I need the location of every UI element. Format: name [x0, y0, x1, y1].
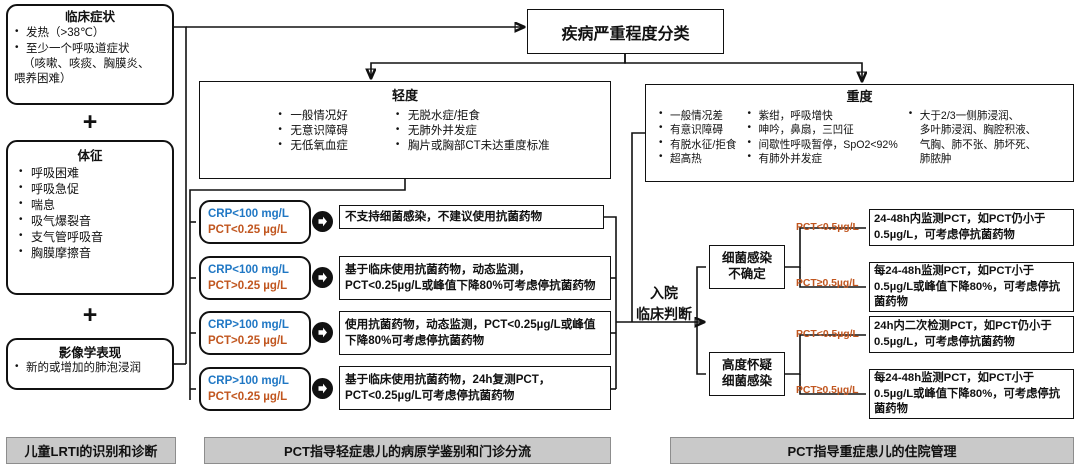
section-banner-inpatient: PCT指导重症患儿的住院管理 — [670, 437, 1074, 464]
signs-title: 体征 — [77, 149, 103, 163]
inpatient-recommendation-2: 每24-48h监测PCT，如PCT小于0.5µg/L或峰值下降80%，可考虑停抗… — [869, 262, 1074, 312]
node-bacterial-infection-suspected: 高度怀疑 细菌感染 — [709, 352, 785, 396]
list-item: 间歇性呼吸暂停，SpO2<92% — [747, 136, 898, 152]
severe-severity-box: 重度 一般情况差 有意识障碍 有脱水征/拒食 超高热 紫绀，呼吸增快 呻吟，鼻扇… — [645, 84, 1074, 182]
list-item: 呼吸困难 — [14, 165, 166, 182]
inpatient-recommendation-4: 每24-48h监测PCT，如PCT小于0.5µg/L或峰值下降80%，可考虑停抗… — [869, 369, 1074, 419]
pct-value-4: PCT<0.25 µg/L — [208, 391, 288, 403]
outpatient-recommendation-1: 不支持细菌感染，不建议使用抗菌药物 — [339, 205, 604, 229]
admission-line-1: 入院 — [650, 285, 678, 301]
crp-pct-criteria-1: CRP<100 mg/L PCT<0.25 µg/L — [199, 200, 311, 244]
crp-value-2: CRP<100 mg/L — [208, 263, 289, 276]
severe-column-3-line-3: 气胸、肺不张、肺坏死、 — [919, 138, 1037, 151]
clinical-symptoms-title: 临床症状 — [64, 10, 115, 24]
severe-column-3-line-4: 肺脓肿 — [919, 153, 952, 166]
mild-column-1: 一般情况好 无意识障碍 无低氧血症 — [276, 108, 348, 155]
pct-branch-label-1: PCT<0.5µg/L — [796, 222, 859, 233]
arrow-right-icon — [312, 378, 333, 399]
list-item: 有脱水征/拒食 — [658, 136, 737, 152]
list-item: 无低氧血症 — [276, 138, 348, 154]
pct-value-2: PCT>0.25 µg/L — [208, 280, 288, 292]
severe-column-2: 紫绀，呼吸增快 呻吟，鼻扇，三凹征 间歇性呼吸暂停，SpO2<92% 有肺外并发… — [747, 107, 898, 167]
section-banner-identification: 儿童LRTI的识别和诊断 — [6, 437, 176, 464]
severe-column-1: 一般情况差 有意识障碍 有脱水征/拒食 超高热 — [658, 107, 737, 167]
list-item: 发热（>38℃） — [14, 25, 166, 41]
pct-branch-label-3: PCT<0.5µg/L — [796, 329, 859, 340]
list-item: 喘息 — [14, 197, 166, 214]
pct-branch-label-4: PCT≥0.5µg/L — [796, 385, 859, 396]
list-item: 有意识障碍 — [658, 121, 737, 137]
severe-title: 重度 — [846, 89, 873, 104]
imaging-title: 影像学表现 — [58, 346, 122, 360]
pct-value-1: PCT<0.25 µg/L — [208, 224, 288, 236]
severe-column-3: 大于2/3一侧肺浸润、 多叶肺浸润、胸腔积液、 气胸、肺不张、肺坏死、 肺脓肿 — [908, 107, 1056, 167]
node-label-line-1: 细菌感染 — [721, 251, 772, 266]
list-item: 至少一个呼吸道症状 — [14, 41, 166, 57]
signs-box: 体征 呼吸困难 呼吸急促 喘息 吸气爆裂音 支气管呼吸音 胸膜摩擦音 — [6, 140, 174, 295]
clinical-symptoms-continuation-1: （咳嗽、咳痰、胸膜炎、 — [23, 57, 150, 70]
severe-column-3-line-2: 多叶肺浸润、胸腔积液、 — [919, 124, 1037, 137]
admission-clinical-judgement-label: 入院 临床判断 — [625, 283, 703, 325]
pct-branch-label-2: PCT≥0.5µg/L — [796, 278, 859, 289]
list-item: 吸气爆裂音 — [14, 213, 166, 230]
list-item: 一般情况差 — [658, 107, 737, 123]
crp-value-3: CRP>100 mg/L — [208, 318, 289, 331]
list-item: 呼吸急促 — [14, 181, 166, 198]
mild-severity-box: 轻度 一般情况好 无意识障碍 无低氧血症 无脱水症/拒食 无肺外并发症 胸片或胸… — [199, 81, 611, 179]
signs-bullets: 呼吸困难 呼吸急促 喘息 吸气爆裂音 支气管呼吸音 胸膜摩擦音 — [14, 165, 166, 262]
node-bacterial-infection-uncertain: 细菌感染 不确定 — [709, 245, 785, 289]
list-item: 胸膜摩擦音 — [14, 245, 166, 262]
arrow-right-icon — [312, 322, 333, 343]
admission-line-2: 临床判断 — [636, 306, 692, 322]
node-label-line-2: 细菌感染 — [721, 374, 772, 388]
clinical-symptoms-box: 临床症状 发热（>38℃） 至少一个呼吸道症状 （咳嗽、咳痰、胸膜炎、 喂养困难… — [6, 4, 174, 105]
list-item: 呻吟，鼻扇，三凹征 — [747, 121, 898, 137]
pct-value-3: PCT>0.25 µg/L — [208, 335, 288, 347]
severity-classification-header: 疾病严重程度分类 — [527, 9, 724, 54]
plus-sign-1: + — [82, 108, 98, 136]
list-item: 支气管呼吸音 — [14, 229, 166, 246]
list-item: 大于2/3一侧肺浸润、 — [908, 107, 1056, 123]
crp-pct-criteria-2: CRP<100 mg/L PCT>0.25 µg/L — [199, 256, 311, 300]
clinical-symptoms-bullets: 发热（>38℃） 至少一个呼吸道症状 — [14, 25, 166, 57]
plus-sign-2: + — [82, 301, 98, 329]
outpatient-recommendation-4: 基于临床使用抗菌药物，24h复测PCT，PCT<0.25µg/L可考虑停抗菌药物 — [339, 366, 611, 410]
mild-title: 轻度 — [391, 88, 418, 103]
section-banner-outpatient: PCT指导轻症患儿的病原学鉴别和门诊分流 — [204, 437, 611, 464]
mild-column-2: 无脱水症/拒食 无肺外并发症 胸片或胸部CT未达重度标准 — [394, 108, 550, 155]
clinical-symptoms-continuation-2: 喂养困难） — [14, 72, 72, 85]
list-item: 超高热 — [658, 150, 737, 166]
crp-value-4: CRP>100 mg/L — [208, 374, 289, 387]
list-item: 一般情况好 — [276, 108, 348, 124]
list-item: 无脱水症/拒食 — [394, 108, 550, 124]
node-label-line-1: 高度怀疑 — [721, 358, 772, 373]
outpatient-recommendation-3: 使用抗菌药物，动态监测，PCT<0.25µg/L或峰值下降80%可考虑停抗菌药物 — [339, 311, 611, 355]
crp-value-1: CRP<100 mg/L — [208, 207, 289, 220]
arrow-right-icon — [312, 211, 333, 232]
severe-column-3-bullets: 大于2/3一侧肺浸润、 — [908, 107, 1056, 123]
crp-pct-criteria-3: CRP>100 mg/L PCT>0.25 µg/L — [199, 311, 311, 355]
list-item: 有肺外并发症 — [747, 150, 898, 166]
node-label-line-2: 不确定 — [728, 267, 766, 281]
crp-pct-criteria-4: CRP>100 mg/L PCT<0.25 µg/L — [199, 367, 311, 411]
imaging-findings-box: 影像学表现 新的或增加的肺泡浸润 — [6, 338, 174, 390]
imaging-bullets: 新的或增加的肺泡浸润 — [12, 360, 168, 376]
inpatient-recommendation-1: 24-48h内监测PCT，如PCT仍小于0.5µg/L，可考虑停抗菌药物 — [869, 209, 1074, 246]
list-item: 紫绀，呼吸增快 — [747, 107, 898, 123]
outpatient-recommendation-2: 基于临床使用抗菌药物，动态监测，PCT<0.25µg/L或峰值下降80%可考虑停… — [339, 256, 611, 300]
list-item: 无意识障碍 — [276, 123, 348, 139]
list-item: 无肺外并发症 — [394, 123, 550, 139]
list-item: 胸片或胸部CT未达重度标准 — [394, 138, 550, 154]
list-item: 新的或增加的肺泡浸润 — [12, 360, 168, 376]
arrow-right-icon — [312, 267, 333, 288]
inpatient-recommendation-3: 24h内二次检测PCT，如PCT仍小于0.5µg/L，可考虑停抗菌药物 — [869, 316, 1074, 353]
